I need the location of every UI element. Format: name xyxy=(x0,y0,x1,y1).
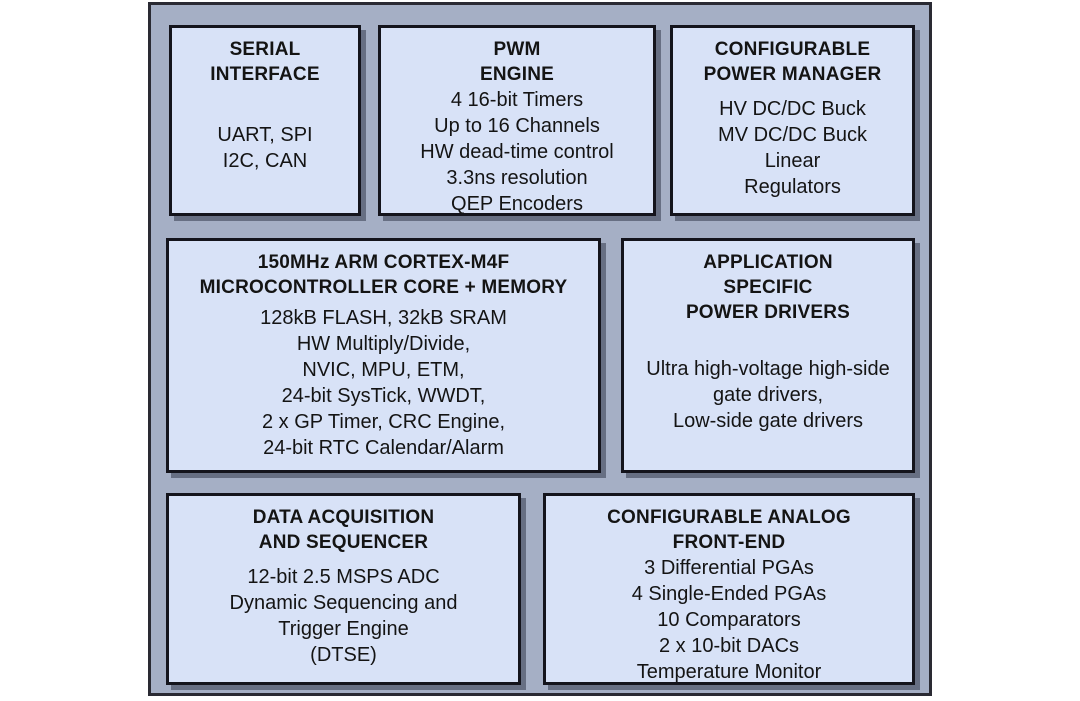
text-line: QEP Encoders xyxy=(451,193,583,215)
text-line: 24-bit SysTick, WWDT, xyxy=(281,384,486,407)
text-line: ENGINE xyxy=(479,64,555,85)
text-line: (DTSE) xyxy=(310,644,377,666)
block-microcontroller-core: 150MHz ARM CORTEX-M4F MICROCONTROLLER COR… xyxy=(166,238,601,473)
block-configurable-power-manager-title: CONFIGURABLE POWER MANAGER xyxy=(673,28,912,87)
soc-block-diagram-panel: SERIAL INTERFACE UART, SPI I2C, CAN PWM ENG… xyxy=(148,2,932,696)
text-line: 2 x 10-bit DACs xyxy=(658,635,800,657)
block-serial-interface-title: SERIAL INTERFACE xyxy=(172,28,358,87)
text-line: PWM xyxy=(493,39,541,60)
text-line: Low-side gate drivers xyxy=(672,410,864,432)
text-line: CONFIGURABLE ANALOG xyxy=(607,507,851,528)
block-configurable-analog-front-end: CONFIGURABLE ANALOG FRONT-END 3 Different… xyxy=(543,493,915,685)
text-line: 4 16-bit Timers xyxy=(450,89,584,111)
text-line: APPLICATION xyxy=(703,252,833,273)
text-line: 3 Differential PGAs xyxy=(644,557,814,579)
text-line: Trigger Engine xyxy=(278,618,409,640)
text-line: 12-bit 2.5 MSPS ADC xyxy=(247,566,440,588)
text-line: POWER DRIVERS xyxy=(685,302,851,323)
block-pwm-engine-title: PWM ENGINE xyxy=(381,28,653,87)
text-line: HW dead-time control xyxy=(420,141,614,163)
block-pwm-engine-body: 4 16-bit Timers Up to 16 Channels HW dead-… xyxy=(381,87,653,222)
text-line: HW Multiply/Divide, xyxy=(296,332,471,355)
text-line: NVIC, MPU, ETM, xyxy=(302,358,465,381)
text-line: Linear xyxy=(764,149,821,172)
text-line: CONFIGURABLE xyxy=(714,39,871,60)
block-data-acquisition-and-sequencer-title: DATA ACQUISITION AND SEQUENCER xyxy=(169,496,518,555)
text-line: 3.3ns resolution xyxy=(446,167,588,189)
block-serial-interface: SERIAL INTERFACE UART, SPI I2C, CAN xyxy=(169,25,361,216)
text-line: SERIAL xyxy=(229,39,301,60)
block-application-specific-power-drivers: APPLICATION SPECIFIC POWER DRIVERS Ultra h… xyxy=(621,238,915,473)
block-application-specific-power-drivers-body: Ultra high-voltage high-side gate drivers… xyxy=(624,325,912,470)
text-line: 128kB FLASH, 32kB SRAM xyxy=(260,306,507,329)
block-microcontroller-core-title: 150MHz ARM CORTEX-M4F MICROCONTROLLER COR… xyxy=(169,241,598,300)
block-data-acquisition-and-sequencer-body: 12-bit 2.5 MSPS ADC Dynamic Sequencing an… xyxy=(169,555,518,682)
text-line: MV DC/DC Buck xyxy=(718,123,867,146)
text-line: MICROCONTROLLER CORE + MEMORY xyxy=(199,277,568,298)
text-line: Temperature Monitor xyxy=(636,661,822,683)
text-line: 4 Single-Ended PGAs xyxy=(631,583,827,605)
block-pwm-engine: PWM ENGINE 4 16-bit Timers Up to 16 Channe… xyxy=(378,25,656,216)
block-microcontroller-core-body: 128kB FLASH, 32kB SRAM HW Multiply/Divide… xyxy=(169,300,598,470)
text-line: 2 x GP Timer, CRC Engine, xyxy=(261,410,506,433)
text-line: SPECIFIC xyxy=(723,277,813,298)
text-line: I2C, CAN xyxy=(222,149,308,172)
text-line: INTERFACE xyxy=(210,64,320,85)
text-line: gate drivers, xyxy=(712,384,824,406)
text-line: POWER MANAGER xyxy=(703,64,882,85)
text-line: Up to 16 Channels xyxy=(434,115,600,137)
text-line: Ultra high-voltage high-side xyxy=(646,358,890,380)
block-data-acquisition-and-sequencer: DATA ACQUISITION AND SEQUENCER 12-bit 2.5… xyxy=(166,493,521,685)
text-line: Regulators xyxy=(744,175,841,198)
text-line: 24-bit RTC Calendar/Alarm xyxy=(263,436,504,459)
text-line: Dynamic Sequencing and xyxy=(229,592,458,614)
text-line: 10 Comparators xyxy=(657,609,801,631)
text-line: 150MHz ARM CORTEX-M4F xyxy=(257,252,510,273)
text-line: AND SEQUENCER xyxy=(258,532,429,553)
block-configurable-analog-front-end-title: CONFIGURABLE ANALOG FRONT-END xyxy=(546,496,912,555)
text-line: FRONT-END xyxy=(672,532,786,553)
block-configurable-analog-front-end-body: 3 Differential PGAs 4 Single-Ended PGAs 10… xyxy=(546,555,912,690)
block-serial-interface-body: UART, SPI I2C, CAN xyxy=(172,87,358,213)
text-line: DATA ACQUISITION xyxy=(252,507,435,528)
text-line: UART, SPI xyxy=(217,123,313,146)
text-line: HV DC/DC Buck xyxy=(719,97,866,120)
block-application-specific-power-drivers-title: APPLICATION SPECIFIC POWER DRIVERS xyxy=(624,241,912,325)
